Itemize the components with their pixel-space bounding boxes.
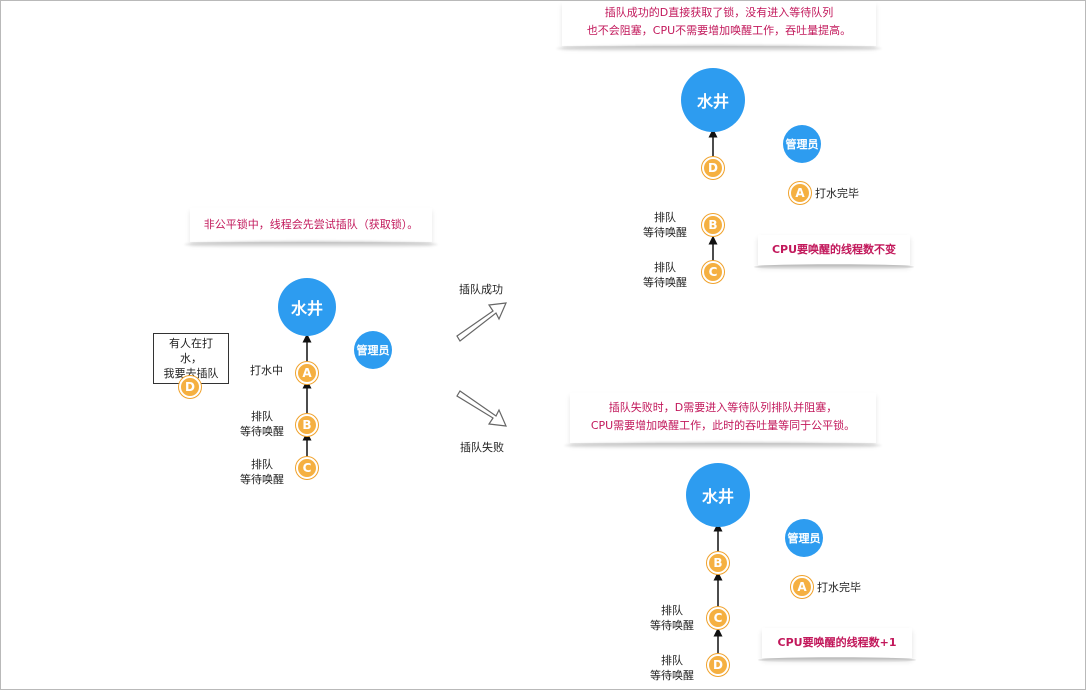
center-note: 非公平锁中，线程会先尝试插队（获取锁）。 <box>190 208 432 242</box>
bottom-note-line-2: CPU需要增加唤醒工作，此时的吞吐量等同于公平锁。 <box>590 419 856 432</box>
top-label-c-line-1: 排队 <box>654 261 676 274</box>
center-admin: 管理员 <box>354 331 392 369</box>
center-label-a: 打水中 <box>250 363 283 378</box>
top-label-b-line-2: 等待唤醒 <box>643 226 687 239</box>
top-well-label: 水井 <box>696 92 729 111</box>
top-label-a: 打水完毕 <box>815 186 859 201</box>
bottom-status-text: CPU要唤醒的线程数+1 <box>777 636 897 649</box>
center-node-a-letter: A <box>302 366 312 380</box>
failure-label-text: 插队失败 <box>460 441 504 454</box>
center-well-label: 水井 <box>290 299 323 318</box>
top-admin: 管理员 <box>783 125 821 163</box>
center-node-c: C <box>296 457 318 479</box>
top-label-c: 排队 等待唤醒 <box>643 260 687 290</box>
bottom-label-c-line-1: 排队 <box>661 604 683 617</box>
top-admin-label: 管理员 <box>785 138 819 151</box>
top-status-note: CPU要唤醒的线程数不变 <box>754 235 914 270</box>
top-node-b-letter: B <box>708 218 718 232</box>
center-label-a-text: 打水中 <box>250 364 283 377</box>
top-label-c-line-2: 等待唤醒 <box>643 276 687 289</box>
center-thought-line-2: 我要去插队 <box>163 367 219 380</box>
top-node-c-letter: C <box>708 265 718 279</box>
center-label-c-line-2: 等待唤醒 <box>240 473 284 486</box>
center-node-d: D <box>179 376 201 398</box>
center-thought-line-1: 有人在打水， <box>169 337 213 365</box>
top-node-a-letter: A <box>795 186 805 200</box>
top-node-c: C <box>702 261 724 283</box>
center-thought-box: 有人在打水， 我要去插队 <box>153 333 229 384</box>
top-note: 插队成功的D直接获取了锁，没有进入等待队列 也不会阻塞，CPU不需要增加唤醒工作… <box>562 2 876 46</box>
center-node-c-letter: C <box>302 461 312 475</box>
top-label-b: 排队 等待唤醒 <box>643 210 687 240</box>
top-node-d-letter: D <box>708 161 718 175</box>
center-node-a: A <box>296 362 318 384</box>
center-node-b: B <box>296 414 318 436</box>
failure-label: 插队失败 <box>460 440 504 455</box>
bottom-node-a-letter: A <box>797 580 807 594</box>
bottom-node-b-letter: B <box>713 556 723 570</box>
bottom-label-c-line-2: 等待唤醒 <box>650 619 694 632</box>
bottom-note: 插队失败时，D需要进入等待队列排队并阻塞， CPU需要增加唤醒工作，此时的吞吐量… <box>570 393 876 443</box>
center-label-c: 排队 等待唤醒 <box>240 457 284 487</box>
bottom-well: 水井 <box>686 463 750 527</box>
top-node-b: B <box>702 214 724 236</box>
bottom-node-b: B <box>707 552 729 574</box>
bottom-label-a: 打水完毕 <box>817 580 861 595</box>
center-admin-label: 管理员 <box>356 344 390 357</box>
bottom-admin: 管理员 <box>785 519 823 557</box>
center-label-b-line-1: 排队 <box>251 410 273 423</box>
bottom-label-d: 排队 等待唤醒 <box>650 653 694 683</box>
center-node-b-letter: B <box>302 418 312 432</box>
bottom-node-d: D <box>707 654 729 676</box>
bottom-label-a-text: 打水完毕 <box>817 581 861 594</box>
center-label-c-line-1: 排队 <box>251 458 273 471</box>
bottom-note-line-1: 插队失败时，D需要进入等待队列排队并阻塞， <box>608 401 838 414</box>
bottom-well-label: 水井 <box>701 487 734 506</box>
center-note-line: 非公平锁中，线程会先尝试插队（获取锁）。 <box>203 218 419 231</box>
center-node-d-letter: D <box>185 380 195 394</box>
success-label: 插队成功 <box>459 282 503 297</box>
bottom-status-note: CPU要唤醒的线程数+1 <box>758 628 916 663</box>
top-label-a-text: 打水完毕 <box>815 187 859 200</box>
success-label-text: 插队成功 <box>459 283 503 296</box>
top-label-b-line-1: 排队 <box>654 211 676 224</box>
center-well: 水井 <box>278 278 336 336</box>
bottom-admin-label: 管理员 <box>787 532 821 545</box>
bottom-label-c: 排队 等待唤醒 <box>650 603 694 633</box>
bottom-node-a: A <box>791 576 813 598</box>
top-note-line-2: 也不会阻塞，CPU不需要增加唤醒工作，吞吐量提高。 <box>586 24 852 37</box>
top-node-a: A <box>789 182 811 204</box>
bottom-label-d-line-2: 等待唤醒 <box>650 669 694 682</box>
bottom-node-d-letter: D <box>713 658 723 672</box>
top-status-text: CPU要唤醒的线程数不变 <box>771 243 897 256</box>
top-node-d: D <box>702 157 724 179</box>
bottom-node-c-letter: C <box>713 611 723 625</box>
center-label-b-line-2: 等待唤醒 <box>240 425 284 438</box>
bottom-label-d-line-1: 排队 <box>661 654 683 667</box>
top-note-line-1: 插队成功的D直接获取了锁，没有进入等待队列 <box>604 6 834 19</box>
center-label-b: 排队 等待唤醒 <box>240 409 284 439</box>
top-well: 水井 <box>681 68 745 132</box>
bottom-node-c: C <box>707 607 729 629</box>
failure-arrow-icon <box>456 390 507 427</box>
success-arrow-icon <box>456 302 507 342</box>
